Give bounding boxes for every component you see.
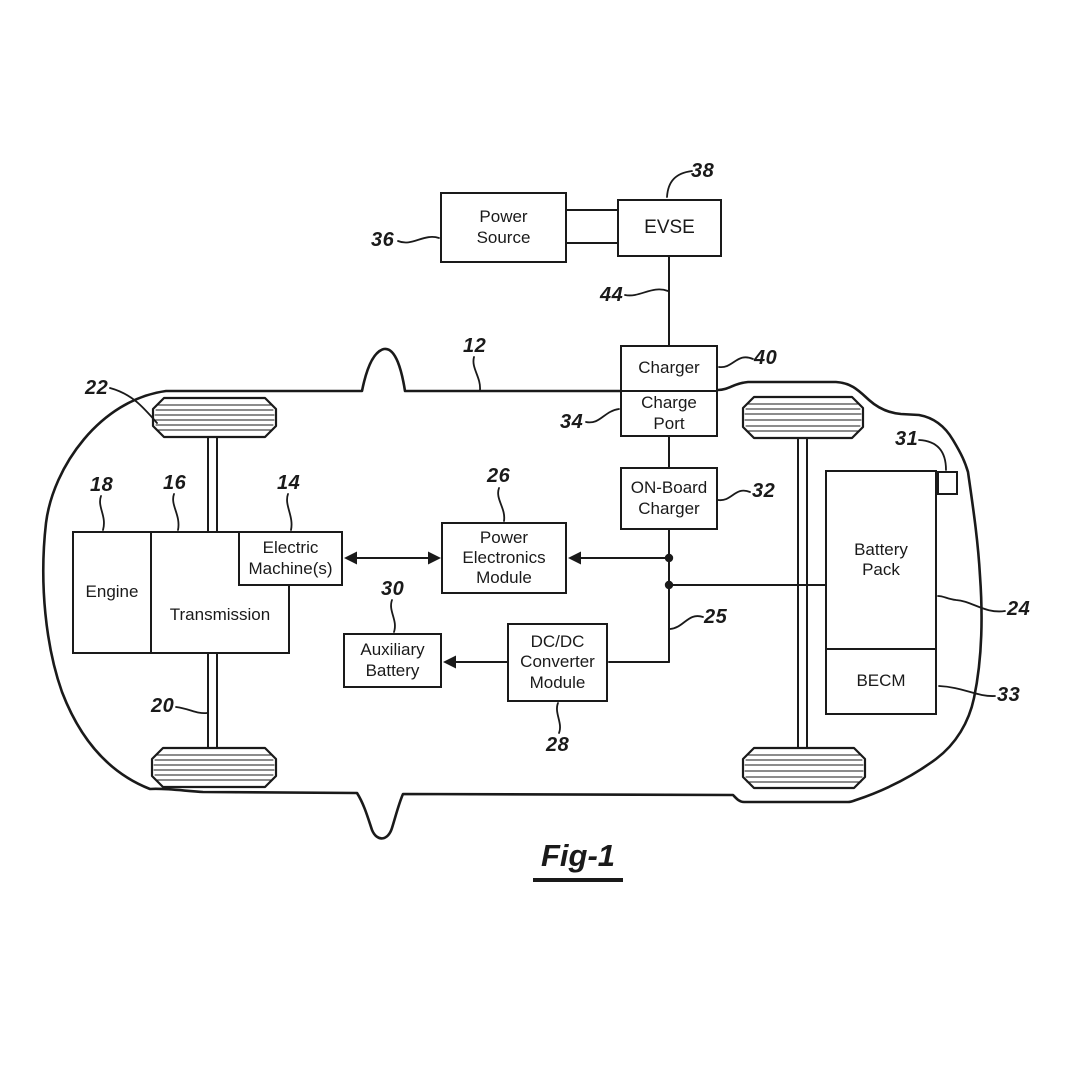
wheel-rear-right <box>741 746 867 790</box>
ref-20: 20 <box>151 695 175 717</box>
onboard-charger-label: ON-Board <box>630 478 708 498</box>
dcdc-label: Converter <box>520 652 595 672</box>
charge-port-section: Charge Port <box>622 392 716 435</box>
becm-section: BECM <box>827 650 935 713</box>
battery-pack-becm-box: Battery Pack BECM <box>825 470 937 715</box>
ref-44: 44 <box>600 284 624 306</box>
charger-label: Charger <box>638 358 700 378</box>
onboard-charger-label: Charger <box>638 498 700 518</box>
wheel-front-right <box>741 395 865 440</box>
ref-12: 12 <box>463 335 487 357</box>
battery-connector-box <box>937 471 958 495</box>
engine-transmission-box: Engine Transmission <box>72 531 290 654</box>
ref-30: 30 <box>381 578 405 600</box>
dcdc-label: Module <box>529 672 586 692</box>
electric-machines-box: Electric Machine(s) <box>238 531 343 586</box>
ref-22: 22 <box>85 377 109 399</box>
battery-pack-section: Battery Pack <box>827 472 935 650</box>
auxiliary-battery-label: Battery <box>365 660 420 680</box>
charge-port-label: Port <box>653 413 685 433</box>
ref-18: 18 <box>90 474 114 496</box>
ref-32: 32 <box>752 480 776 502</box>
engine-cell: Engine <box>74 533 152 652</box>
pem-label: Module <box>476 568 532 588</box>
dcdc-label: DC/DC <box>530 632 585 652</box>
ref-28: 28 <box>546 734 570 756</box>
rear-axle <box>797 437 808 749</box>
charger-section: Charger <box>622 347 716 392</box>
ref-34: 34 <box>560 411 584 433</box>
electric-machines-label: Electric <box>262 538 319 558</box>
wheel-rear-left <box>150 746 278 789</box>
transmission-cell: Transmission <box>152 533 288 652</box>
transmission-label: Transmission <box>169 605 271 625</box>
leader-lines <box>99 170 1006 734</box>
engine-label: Engine <box>85 582 139 602</box>
wheel-front-left <box>151 396 278 439</box>
figure-caption: Fig-1 <box>490 838 666 882</box>
power-source-label: Source <box>476 227 531 247</box>
ref-26: 26 <box>487 465 511 487</box>
pem-label: Power <box>479 527 529 547</box>
ref-38: 38 <box>691 160 715 182</box>
becm-label: BECM <box>856 671 906 691</box>
power-electronics-module-box: Power Electronics Module <box>441 522 567 594</box>
ref-16: 16 <box>163 472 187 494</box>
evse-box: EVSE <box>617 199 722 257</box>
charger-charge-port-box: Charger Charge Port <box>620 345 718 437</box>
ref-36: 36 <box>371 229 395 251</box>
onboard-charger-box: ON-Board Charger <box>620 467 718 530</box>
junction-dots <box>664 553 674 590</box>
connection-lines <box>353 209 826 663</box>
power-source-label: Power <box>479 207 528 227</box>
ref-14: 14 <box>277 472 301 494</box>
auxiliary-battery-label: Auxiliary <box>360 640 425 660</box>
battery-pack-label: Battery <box>854 539 908 559</box>
dcdc-converter-module-box: DC/DC Converter Module <box>507 623 608 702</box>
auxiliary-battery-box: Auxiliary Battery <box>343 633 442 688</box>
ref-33: 33 <box>997 684 1021 706</box>
pem-label: Electronics <box>462 547 546 567</box>
electric-machines-label: Machine(s) <box>248 558 333 578</box>
front-axle <box>207 436 218 749</box>
ref-25: 25 <box>704 606 728 628</box>
arrowheads <box>344 551 581 669</box>
power-source-box: Power Source <box>440 192 567 263</box>
ref-40: 40 <box>754 347 778 369</box>
charge-port-label: Charge <box>641 393 697 413</box>
car-body-outline <box>42 347 983 840</box>
figure-caption-text: Fig-1 <box>532 838 624 882</box>
evse-label: EVSE <box>644 216 695 238</box>
ref-31: 31 <box>895 428 919 450</box>
battery-pack-label: Pack <box>862 560 900 579</box>
ref-24: 24 <box>1007 598 1031 620</box>
